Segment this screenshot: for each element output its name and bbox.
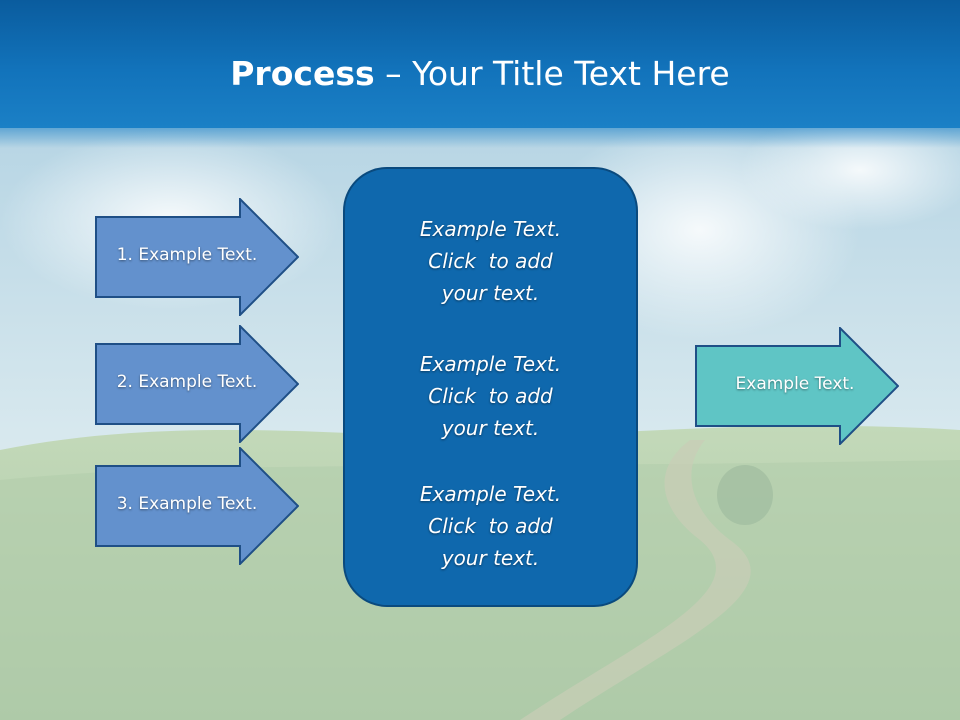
arrow-label: 3. Example Text. [116, 494, 258, 514]
arrow-shape [95, 325, 299, 443]
block-line-1: Example Text. [419, 352, 562, 376]
arrow-label: 2. Example Text. [116, 372, 258, 392]
block-line-3: your text. [441, 546, 540, 570]
process-arrow-2[interactable]: 2. Example Text. [95, 325, 299, 443]
output-arrow[interactable]: Example Text. [695, 327, 899, 445]
center-text-box[interactable]: Example Text. Click to add your text. Ex… [343, 167, 638, 607]
center-text-block-3: Example Text. Click to add your text. [345, 478, 636, 574]
arrow-shape [95, 198, 299, 316]
center-text-block-2: Example Text. Click to add your text. [345, 348, 636, 444]
block-line-3: your text. [441, 281, 540, 305]
title-rest: – Your Title Text Here [374, 54, 730, 93]
title-bold: Process [230, 54, 375, 93]
block-line-1: Example Text. [419, 217, 562, 241]
block-line-2: Click to add [428, 514, 553, 538]
center-text-block-1: Example Text. Click to add your text. [345, 213, 636, 309]
arrow-label: 1. Example Text. [116, 245, 258, 265]
arrow-shape [695, 327, 899, 445]
process-arrow-1[interactable]: 1. Example Text. [95, 198, 299, 316]
arrow-label: Example Text. [735, 374, 855, 394]
block-line-2: Click to add [428, 249, 553, 273]
slide-title[interactable]: Process – Your Title Text Here [0, 54, 960, 94]
arrow-shape [95, 447, 299, 565]
process-arrow-3[interactable]: 3. Example Text. [95, 447, 299, 565]
title-bar: Process – Your Title Text Here [0, 0, 960, 148]
block-line-2: Click to add [428, 384, 553, 408]
block-line-3: your text. [441, 416, 540, 440]
block-line-1: Example Text. [419, 482, 562, 506]
